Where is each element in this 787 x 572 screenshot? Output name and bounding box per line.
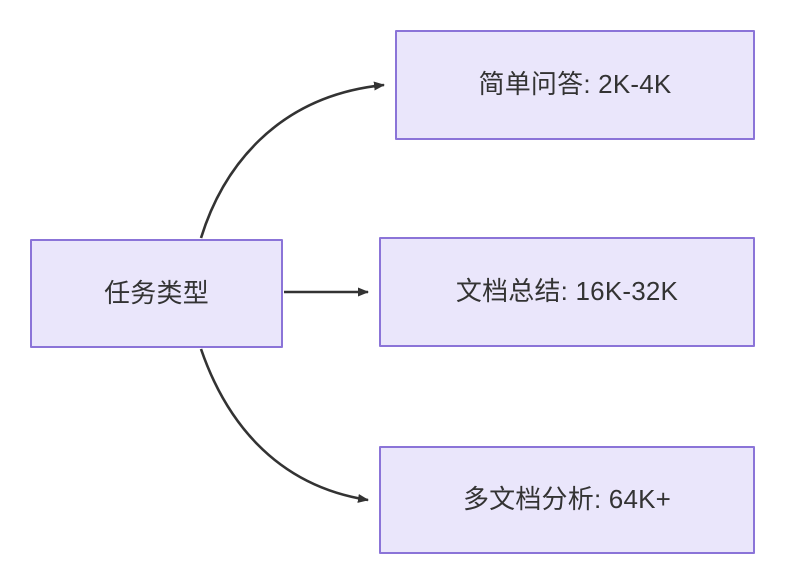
node-label: 多文档分析: 64K+ bbox=[462, 484, 672, 515]
node-multi-document-analysis[interactable]: 多文档分析: 64K+ bbox=[379, 446, 755, 554]
node-label: 任务类型 bbox=[104, 277, 209, 308]
node-simple-qa[interactable]: 简单问答: 2K-4K bbox=[395, 30, 755, 140]
node-document-summary[interactable]: 文档总结: 16K-32K bbox=[379, 237, 755, 347]
edge-source-to-target-3 bbox=[199, 348, 369, 503]
node-label: 文档总结: 16K-32K bbox=[455, 276, 679, 307]
node-label: 简单问答: 2K-4K bbox=[478, 69, 672, 100]
node-task-type[interactable]: 任务类型 bbox=[30, 239, 283, 348]
edge-source-to-target-1 bbox=[199, 81, 385, 239]
